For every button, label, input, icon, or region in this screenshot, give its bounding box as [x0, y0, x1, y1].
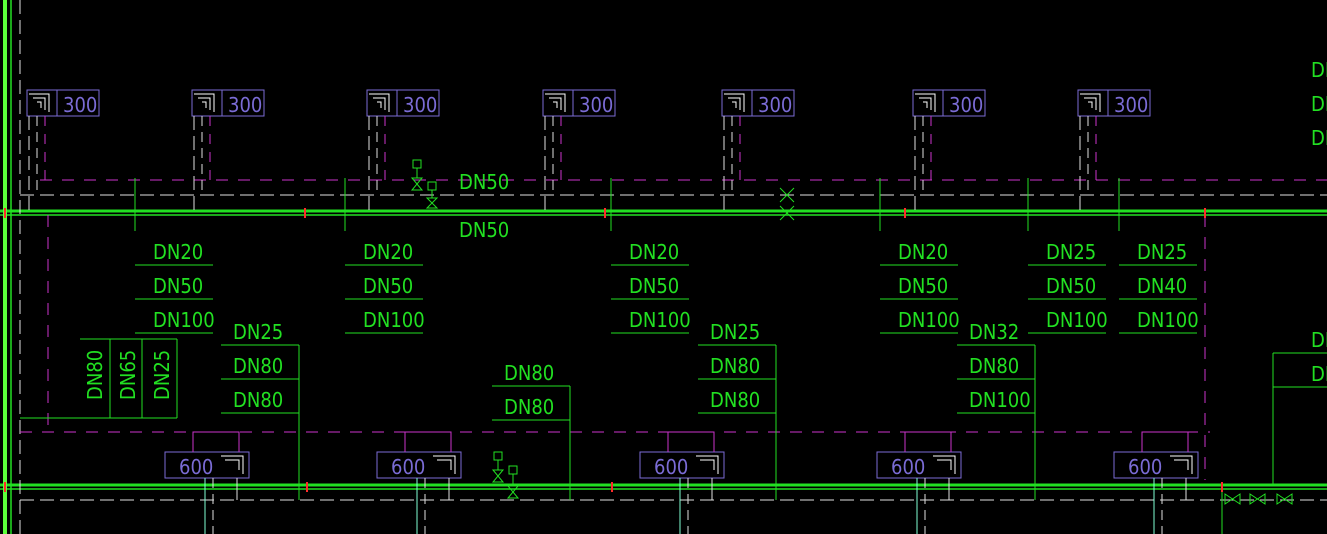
top-unit-size: 300 [228, 93, 262, 117]
pipe-size-tag: DN32 [969, 320, 1019, 344]
main-pipe-label-top: DN50 [459, 170, 509, 194]
right-edge-valves [1224, 493, 1293, 505]
pipe-size-tag: DN80 [504, 361, 554, 385]
pipe-size-tag: DN25 [1137, 240, 1187, 264]
bottom-unit-size: 600 [891, 455, 925, 479]
vertical-tag-2: DN25 [150, 350, 174, 400]
top-unit-size: 300 [403, 93, 437, 117]
pipe-size-tag: DN100 [969, 388, 1031, 412]
pipe-size-tag: DN40 [1137, 274, 1187, 298]
pipe-size-tag: DN80 [969, 354, 1019, 378]
pipe-size-tag: DN50 [363, 274, 413, 298]
bottom-unit-size: 600 [1128, 455, 1162, 479]
top-unit: 300 [721, 89, 795, 211]
valve-symbol-bottom [491, 451, 520, 499]
pipe-size-tag: DN80 [710, 388, 760, 412]
pipe-size-tag: DN20 [363, 240, 413, 264]
top-unit-size: 300 [63, 93, 97, 117]
pipe-size-tag: DN50 [629, 274, 679, 298]
top-unit: 300 [366, 89, 440, 211]
cross-marker [779, 187, 795, 221]
top-unit: 300 [912, 89, 986, 211]
top-unit-size: 300 [949, 93, 983, 117]
pipe-size-tag: DN20 [898, 240, 948, 264]
top-unit-group: 300 300 300 300 300 300 300 [26, 89, 1151, 211]
pipe-size-tag: DN25 [710, 320, 760, 344]
bottom-unit: 600 [876, 431, 962, 534]
pipe-size-tag: DN50 [1046, 274, 1096, 298]
top-unit: 300 [1077, 89, 1151, 211]
edge-tag-top-1: DN [1311, 92, 1327, 116]
pipe-size-tag: DN20 [153, 240, 203, 264]
bottom-unit: 600 [639, 431, 725, 534]
vertical-tag-0: DN80 [83, 350, 107, 400]
edge-tag-top-0: DN [1311, 58, 1327, 82]
top-unit: 300 [191, 89, 265, 211]
pipe-size-tag: DN50 [153, 274, 203, 298]
vertical-tag-1: DN65 [116, 350, 140, 400]
edge-tag-bottom-0: DN [1311, 328, 1327, 352]
bottom-unit-group: 600 600 600 600 600 [164, 431, 1199, 534]
pipe-size-tag: DN100 [1046, 308, 1108, 332]
pipe-size-tag: DN80 [233, 388, 283, 412]
pipe-size-tag-groups: DN20DN50DN100DN20DN50DN100DN20DN50DN100D… [134, 178, 1199, 500]
pipe-size-tag: DN100 [153, 308, 215, 332]
valve-symbol-top [410, 159, 439, 209]
pipe-size-tag: DN20 [629, 240, 679, 264]
edge-tag-bottom-1: DN [1311, 362, 1327, 386]
edge-tag-top-2: DN [1311, 126, 1327, 150]
vertical-tag-group: DN80 DN65 DN25 [20, 338, 178, 419]
pipe-size-tag: DN25 [233, 320, 283, 344]
main-pipe-label-bottom: DN50 [459, 218, 509, 242]
top-unit-size: 300 [1114, 93, 1148, 117]
top-unit: 300 [26, 89, 100, 211]
bottom-unit-size: 600 [179, 455, 213, 479]
pipe-size-tag: DN50 [898, 274, 948, 298]
bottom-unit-size: 600 [391, 455, 425, 479]
bottom-unit: 600 [376, 431, 462, 534]
pipe-size-tag: DN100 [629, 308, 691, 332]
bottom-unit-size: 600 [654, 455, 688, 479]
top-unit-size: 300 [579, 93, 613, 117]
top-unit-size: 300 [758, 93, 792, 117]
pipe-size-tag: DN80 [710, 354, 760, 378]
pipe-size-tag: DN100 [363, 308, 425, 332]
pipe-size-tag: DN80 [504, 395, 554, 419]
top-unit: 300 [542, 89, 616, 211]
bottom-unit: 600 [164, 431, 250, 534]
red-tick-marks [4, 208, 1223, 492]
pipe-size-tag: DN80 [233, 354, 283, 378]
pipe-size-tag: DN25 [1046, 240, 1096, 264]
right-edge-labels: DN DN DN DN DN [1311, 58, 1327, 386]
bottom-unit: 600 [1113, 431, 1199, 534]
pipe-size-tag: DN100 [898, 308, 960, 332]
pipe-size-tag: DN100 [1137, 308, 1199, 332]
